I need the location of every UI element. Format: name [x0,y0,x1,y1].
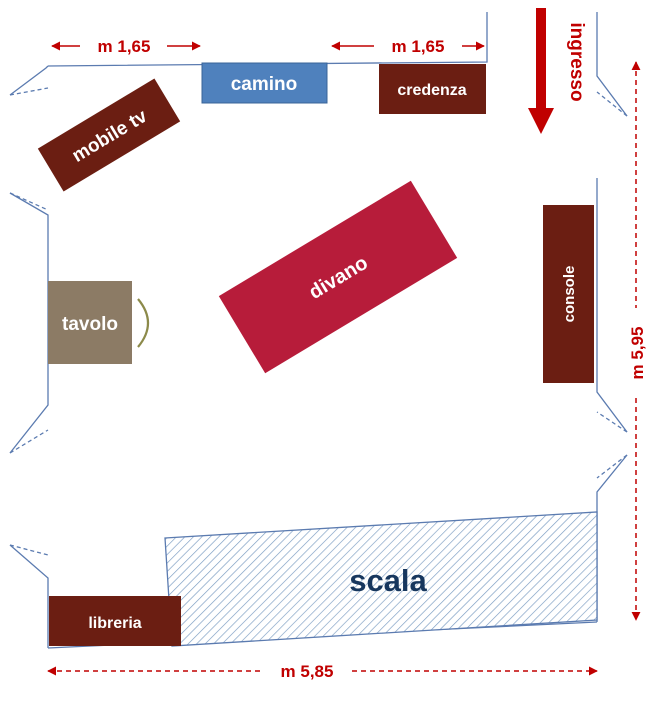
top-left-jamb [9,65,49,96]
camino-block [201,62,328,104]
entrance-arrow-shaft [536,8,546,110]
dimension-top-right-label: m 1,65 [392,37,445,56]
mobile-tv-group: mobile tv [37,78,181,192]
right-wall-mid [596,178,628,433]
left-wall-upper [9,192,49,454]
dimension-bottom: m 5,85 [47,662,598,681]
dimension-top-left-label: m 1,65 [98,37,151,56]
top-wall [47,12,488,67]
libreria-block [49,596,181,646]
entrance-label: ingresso [566,22,587,101]
entrance-arrow-head [528,108,554,134]
entrance-arrow [528,8,554,134]
console-block [543,205,594,383]
console-label: console [561,266,578,323]
tavolo-label: tavolo [62,314,118,335]
dimension-bottom-label: m 5,85 [281,662,334,681]
mobile-tv-block [37,78,181,192]
libreria-label: libreria [88,615,141,632]
left-wall-lower [9,544,49,648]
scala-label: scala [349,563,427,598]
dimension-right: m 5,95 [628,61,647,621]
credenza-label: credenza [397,82,466,99]
dimension-right-label: m 5,95 [628,327,647,380]
credenza-block [379,64,486,114]
divano-group: divano [218,180,458,374]
tavolo-chair-arc [137,298,150,348]
dimension-top-left: m 1,65 [51,37,201,56]
right-mid-swing [596,411,628,433]
left-window-bottom-swing [9,429,49,454]
camino-label: camino [231,74,298,95]
right-lower-swing [596,454,628,479]
divano-block [218,180,458,374]
dimension-top-right: m 1,65 [331,37,485,56]
tavolo-block [48,281,132,364]
entrance-right-jamb [596,12,628,117]
right-wall-lower [596,454,628,622]
